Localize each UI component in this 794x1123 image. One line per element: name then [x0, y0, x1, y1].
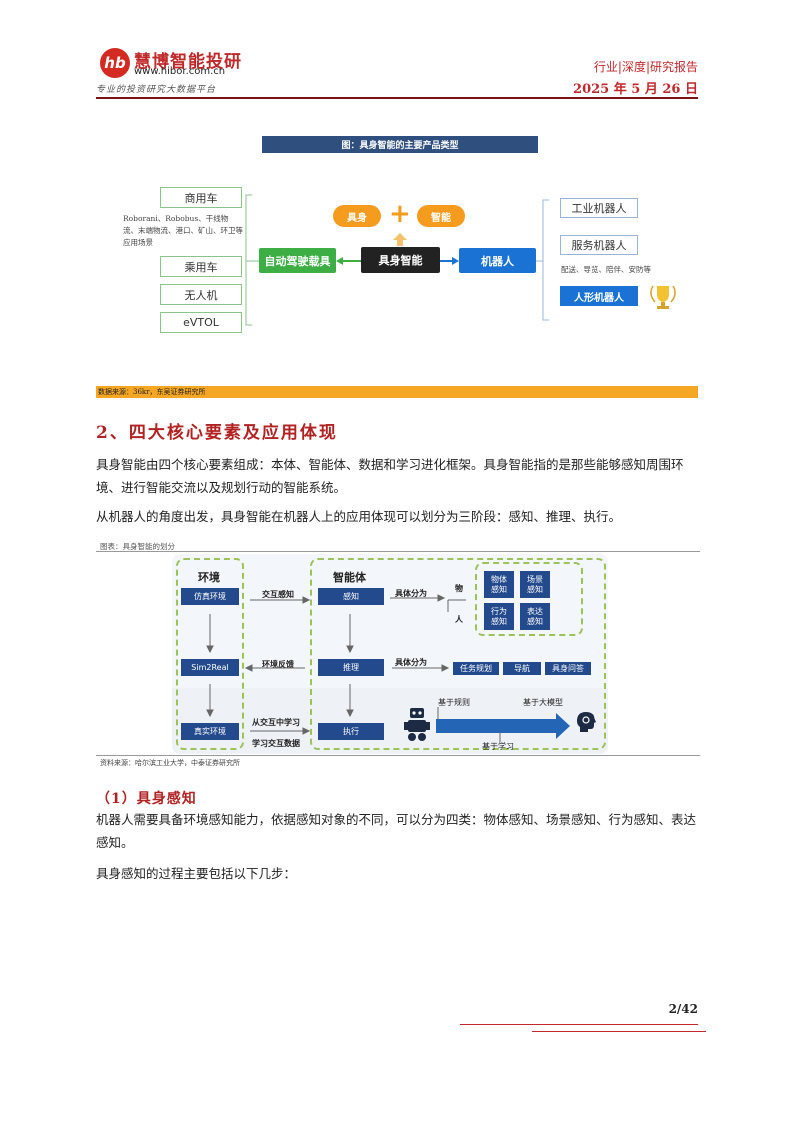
behavior-perception-box: 行为感知	[484, 603, 514, 630]
report-date: 2025 年 5 月 26 日	[573, 82, 698, 97]
section-paragraph-1: 具身智能由四个核心要素组成：本体、智能体、数据和学习进化框架。具身智能指的是那些…	[96, 457, 684, 495]
service-robot-note: 配送、导览、陪伴、安防等	[561, 265, 651, 274]
section-title: 2、四大核心要素及应用体现	[96, 423, 338, 443]
passenger-car-box: 乘用车	[160, 256, 242, 277]
navigation-box: 导航	[503, 662, 541, 675]
expression-perception-box: 表达感知	[520, 603, 550, 630]
footer-rule-1	[460, 1024, 698, 1025]
learn-interaction-data-label: 学习交互数据	[252, 739, 300, 748]
humanoid-robot-box: 人形机器人	[560, 286, 638, 306]
figure2-source: 资料来源：哈尔滨工业大学，中泰证券研究所	[100, 759, 240, 767]
commercial-vehicle-box: 商用车	[160, 187, 242, 208]
plus-icon: +	[389, 199, 411, 229]
embodied-qa-box: 具身问答	[545, 662, 591, 675]
agent-group	[310, 558, 606, 750]
trophy-icon	[650, 285, 676, 309]
figure2-bottom-rule	[96, 755, 700, 756]
real-env-box: 真实环境	[181, 723, 239, 740]
learning-based-label: 基于学习	[482, 742, 514, 751]
brain-icon	[577, 712, 596, 732]
brand-logo-icon: hb	[100, 48, 130, 78]
footer-rule-2	[532, 1031, 706, 1032]
subsection-paragraph-2: 具身感知的过程主要包括以下几步：	[96, 866, 297, 881]
robot-box: 机器人	[459, 248, 536, 273]
commercial-vehicle-note: Roborani、Robobus、干线物流、末端物流、港口、矿山、环卫等应用场景	[123, 214, 243, 247]
reasoning-box: 推理	[318, 659, 384, 676]
embodied-pill: 具身	[333, 205, 381, 227]
intelligence-pill: 智能	[417, 205, 465, 227]
perception-box: 感知	[318, 588, 384, 605]
learn-from-interaction-label: 从交互中学习	[252, 718, 300, 727]
section-paragraph-2: 从机器人的角度出发，具身智能在机器人上的应用体现可以划分为三阶段：感知、推理、执…	[96, 509, 622, 524]
rule-based-label: 基于规则	[438, 698, 470, 707]
figure1-connectors	[245, 194, 549, 326]
execution-box: 执行	[318, 723, 384, 740]
subsection-title: （1）具身感知	[96, 791, 197, 807]
service-robot-box: 服务机器人	[560, 235, 638, 255]
scene-perception-box: 场景感知	[520, 571, 550, 598]
environment-title: 环境	[198, 571, 220, 584]
embodied-ai-box: 具身智能	[361, 247, 440, 273]
perception-types-group	[475, 562, 583, 636]
simulation-env-box: 仿真环境	[181, 588, 239, 605]
brand-url[interactable]: www.hibor.com.cn	[134, 66, 226, 77]
sim2real-box: Sim2Real	[181, 659, 239, 676]
brand-slogan: 专业的投资研究大数据平台	[96, 85, 217, 95]
environment-group	[176, 558, 244, 750]
llm-based-label: 基于大模型	[523, 698, 563, 707]
divide-label-1: 具体分为	[395, 589, 427, 598]
robot-icon	[404, 708, 430, 741]
page-number: 2/42	[668, 1002, 698, 1016]
subsection-paragraph-1: 机器人需要具备环境感知能力，依据感知对象的不同，可以分为四类：物体感知、场景感知…	[96, 812, 697, 850]
figure2-top-rule	[96, 551, 700, 552]
figure1-title: 图：具身智能的主要产品类型	[262, 136, 538, 153]
drone-box: 无人机	[160, 284, 242, 305]
env-feedback-label: 环境反馈	[262, 660, 294, 669]
object-label-top: 物	[455, 584, 463, 593]
figure1-source: 数据来源：36kr，东吴证券研究所	[96, 386, 698, 398]
industrial-robot-box: 工业机器人	[560, 198, 638, 218]
object-perception-box: 物体感知	[484, 571, 514, 598]
agent-title: 智能体	[333, 571, 366, 584]
report-category: 行业|深度|研究报告	[593, 60, 698, 74]
object-label-bottom: 人	[455, 615, 463, 624]
task-planning-box: 任务规划	[453, 662, 499, 675]
interaction-perception-label: 交互感知	[262, 590, 294, 599]
brand-name: 慧博智能投研	[134, 52, 242, 72]
figure2-caption: 图表：具身智能的划分	[100, 542, 175, 551]
divide-label-2: 具体分为	[395, 658, 427, 667]
evtol-box: eVTOL	[160, 312, 242, 333]
header-divider	[96, 97, 698, 99]
autonomous-vehicle-box: 自动驾驶载具	[259, 248, 336, 273]
